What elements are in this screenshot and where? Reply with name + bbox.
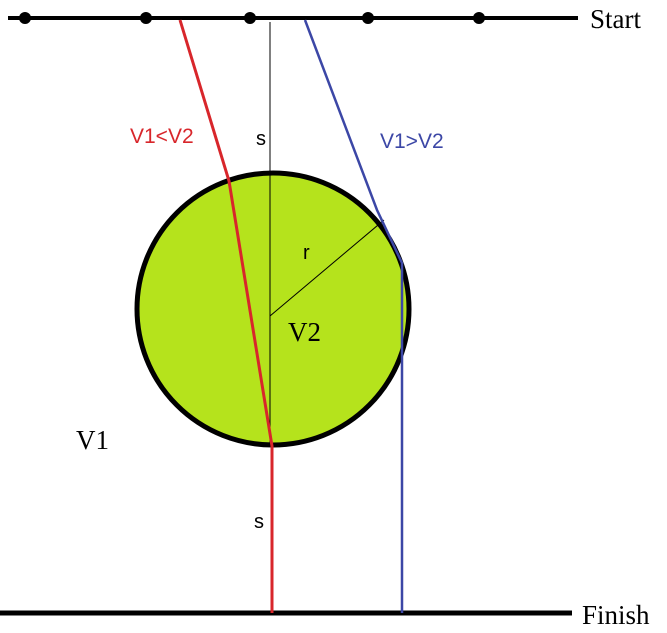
v1-label: V1 — [76, 425, 109, 455]
s-top-label: s — [256, 128, 266, 150]
blue-path-label: V1>V2 — [380, 130, 444, 153]
start-point — [362, 12, 374, 24]
finish-label: Finish — [582, 600, 650, 630]
red-path-label: V1<V2 — [130, 125, 194, 148]
red-path — [178, 19, 274, 613]
start-point — [473, 12, 485, 24]
radius-label: r — [303, 242, 310, 264]
blue-path — [303, 19, 404, 613]
start-point — [244, 12, 256, 24]
start-point — [140, 12, 152, 24]
v2-label: V2 — [288, 317, 321, 347]
start-label: Start — [590, 4, 641, 34]
radius-line — [269, 219, 385, 317]
v2-region-circle — [134, 170, 412, 448]
start-point — [19, 12, 31, 24]
start-points — [19, 12, 485, 24]
s-bottom-label: s — [254, 511, 264, 533]
